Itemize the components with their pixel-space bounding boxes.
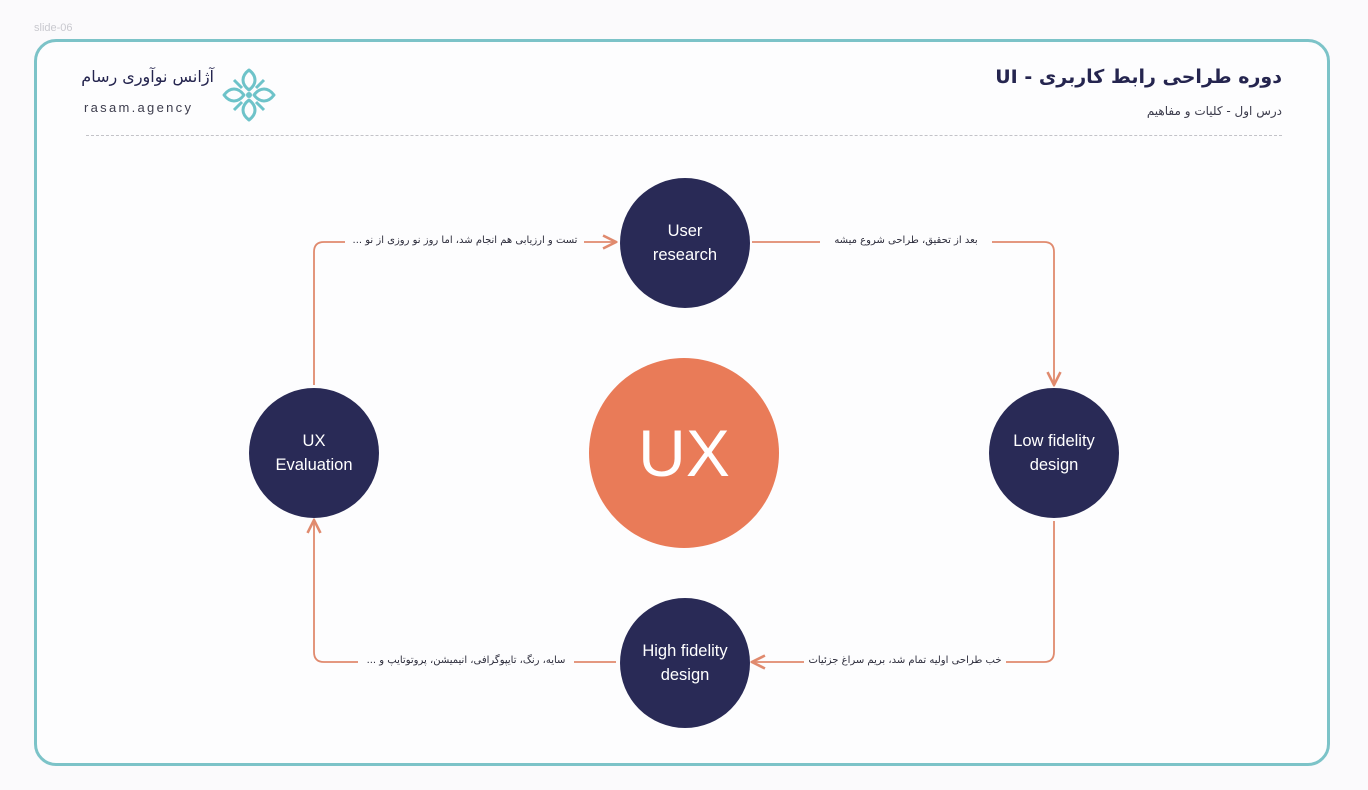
connector-high-to-evaluation-arrow bbox=[314, 520, 358, 663]
brand-domain: rasam.agency bbox=[84, 100, 194, 115]
connector-low-to-high bbox=[1006, 521, 1055, 663]
course-subtitle: درس اول - کلیات و مفاهیم bbox=[1146, 104, 1282, 118]
edge-label-research-to-low: بعد از تحقیق، طراحی شروع میشه bbox=[834, 235, 978, 246]
rasam-flower-logo-icon bbox=[222, 68, 276, 122]
brand-name: آژانس نوآوری رسام bbox=[81, 67, 214, 86]
node-ux-evaluation-line-1: UX bbox=[302, 432, 326, 450]
node-user-research-line-1: User bbox=[667, 222, 703, 240]
connector-evaluation-to-research bbox=[313, 241, 345, 385]
node-user-research-line-2: research bbox=[652, 246, 718, 264]
node-low-fidelity-design: Low fidelity design bbox=[989, 388, 1119, 518]
slide-label: slide-06 bbox=[34, 22, 73, 34]
node-high-fidelity-line-2: design bbox=[660, 666, 710, 684]
edge-label-low-to-high: خب طراحی اولیه تمام شد، بریم سراغ جزئیات bbox=[808, 655, 1002, 666]
connector-research-to-low-arrow bbox=[992, 241, 1054, 385]
node-user-research: User research bbox=[620, 178, 750, 308]
node-ux-evaluation: UX Evaluation bbox=[249, 388, 379, 518]
node-center-ux: UX bbox=[589, 358, 779, 548]
node-high-fidelity-line-1: High fidelity bbox=[642, 642, 728, 660]
node-ux-evaluation-line-2: Evaluation bbox=[275, 456, 353, 474]
node-high-fidelity-design: High fidelity design bbox=[620, 598, 750, 728]
node-low-fidelity-line-1: Low fidelity bbox=[1013, 432, 1095, 450]
edge-label-evaluation-to-research: تست و ارزیابی هم انجام شد، اما روز نو رو… bbox=[352, 235, 578, 246]
course-title: دوره طراحی رابط کاربری - UI bbox=[995, 66, 1282, 88]
edge-label-high-to-evaluation: سایه، رنگ، تایپوگرافی، انیمیشن، پروتوتای… bbox=[366, 655, 566, 666]
node-low-fidelity-line-2: design bbox=[1029, 456, 1079, 474]
header-divider bbox=[86, 135, 1282, 136]
